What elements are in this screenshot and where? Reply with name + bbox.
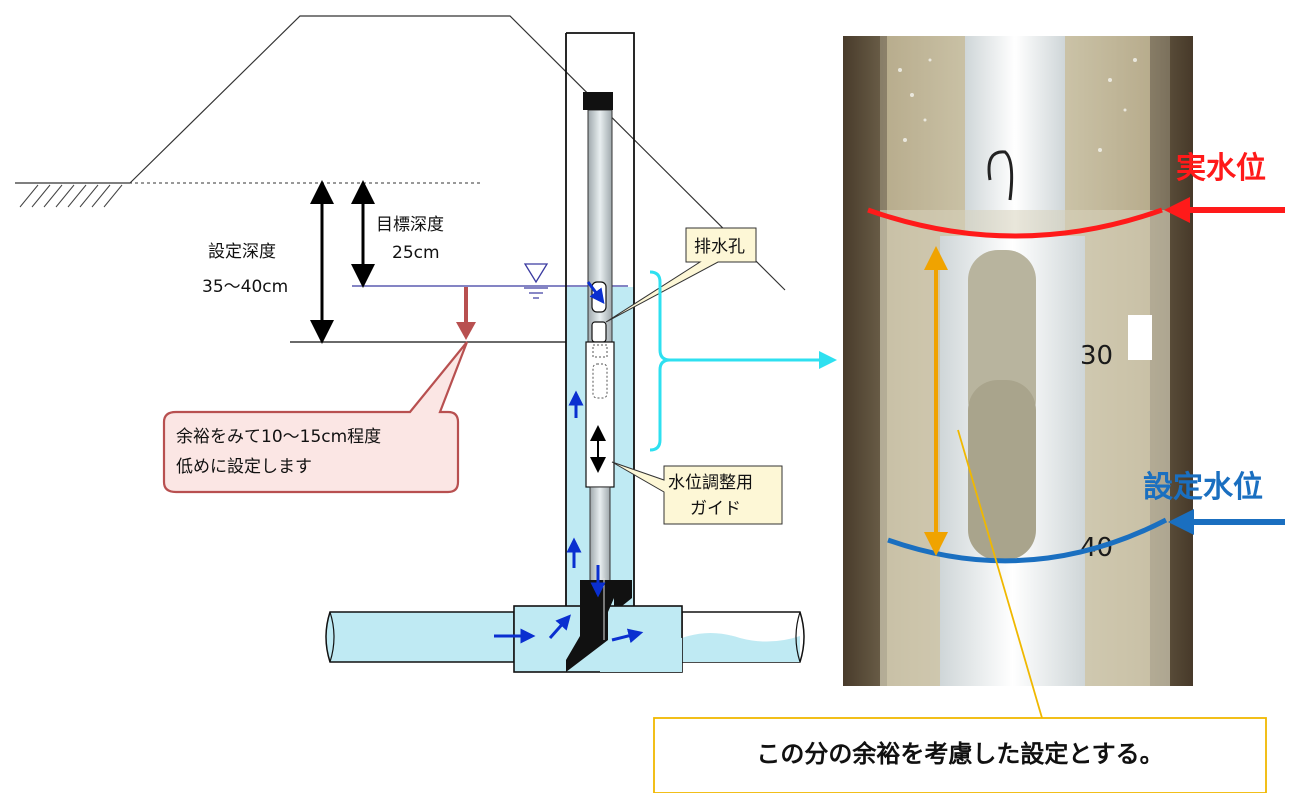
set-level-label: 設定水位 (1143, 470, 1263, 505)
water-level-symbol-icon (523, 263, 549, 299)
target-depth-value: 25cm (392, 243, 440, 263)
margin-note-line2: 低めに設定します (176, 457, 312, 477)
guide-callout: 水位調整用 ガイド (611, 461, 783, 525)
margin-callout: 余裕をみて10～15cm程度 低めに設定します (162, 341, 469, 494)
bottom-note: この分の余裕を考慮した設定とする。 (653, 429, 1267, 793)
drain-hole-label: 排水孔 (694, 237, 745, 257)
cyan-bracket (649, 270, 837, 452)
set-depth-value: 35～40cm (202, 277, 288, 297)
water-level-guide (585, 341, 615, 488)
target-depth-label: 目標深度 (376, 215, 444, 235)
guide-label-line1: 水位調整用 (668, 473, 753, 493)
actual-level-label: 実水位 (1176, 151, 1266, 186)
guide-label-line2: ガイド (690, 499, 741, 519)
drainage-pipe (325, 578, 805, 673)
pipe-cap (583, 92, 613, 110)
scale-30: 30 (1080, 341, 1113, 371)
drain-hole-callout: 排水孔 (605, 227, 757, 323)
margin-note-line1: 余裕をみて10～15cm程度 (176, 427, 381, 447)
photo: 30 40 (843, 36, 1193, 686)
flow-arrows (494, 281, 644, 644)
set-level-marker: 設定水位 (887, 470, 1285, 564)
embankment (15, 15, 786, 291)
bottom-note-text: この分の余裕を考慮した設定とする。 (756, 740, 1163, 768)
actual-level-marker: 実水位 (867, 151, 1285, 239)
standpipe (583, 92, 615, 583)
margin-arrow (456, 287, 476, 340)
set-depth-label: 設定深度 (208, 242, 276, 262)
ground-hatch (19, 184, 123, 208)
